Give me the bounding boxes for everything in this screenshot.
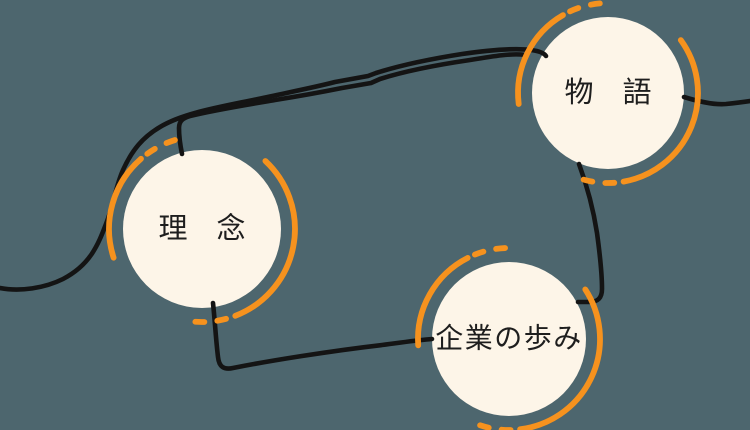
monogatari-ring-top-left-dashed-arc bbox=[567, 0, 608, 15]
node-monogatari[interactable]: 物 語 bbox=[532, 17, 684, 169]
connector-left-edge-sweep bbox=[0, 46, 549, 292]
kigyo-no-ayumi-ring-top-left-dashed-arc bbox=[472, 245, 514, 258]
rings-layer bbox=[106, 0, 701, 430]
kigyo-no-ayumi-circle bbox=[432, 262, 586, 416]
node-rinen[interactable]: 理 念 bbox=[123, 150, 281, 308]
kigyo-no-ayumi-ring-right-solid-arc bbox=[517, 286, 603, 430]
monogatari-ring-left-solid-arc bbox=[515, 12, 566, 107]
kigyo-no-ayumi-ring-bottom-dashed-arc bbox=[466, 417, 514, 430]
rinen-ring-right-solid-arc bbox=[232, 158, 298, 319]
connector-monogatari-right-tail bbox=[681, 94, 750, 107]
connector-rinen-to-kigyo bbox=[210, 300, 435, 371]
kigyo-no-ayumi-ring-left-solid-arc bbox=[415, 254, 471, 349]
rinen-ring-top-left-dashed-arc bbox=[144, 135, 184, 157]
monogatari-label: 物 語 bbox=[564, 75, 651, 109]
rinen-ring-left-solid-arc bbox=[106, 155, 144, 261]
rinen-circle bbox=[123, 150, 281, 308]
kigyo-no-ayumi-label: 企業の歩み bbox=[435, 322, 583, 355]
connector-monogatari-to-kigyo bbox=[575, 161, 605, 305]
connector-rinen-to-monogatari bbox=[176, 52, 528, 157]
connectors-layer bbox=[0, 46, 750, 371]
monogatari-ring-right-solid-arc bbox=[620, 37, 701, 185]
monogatari-circle bbox=[532, 17, 684, 169]
node-kigyo-no-ayumi[interactable]: 企業の歩み bbox=[432, 262, 586, 416]
monogatari-ring-bottom-dashed-arc bbox=[569, 172, 618, 186]
rinen-label: 理 念 bbox=[158, 211, 245, 245]
rinen-ring-bottom-dashed-arc bbox=[179, 315, 229, 325]
